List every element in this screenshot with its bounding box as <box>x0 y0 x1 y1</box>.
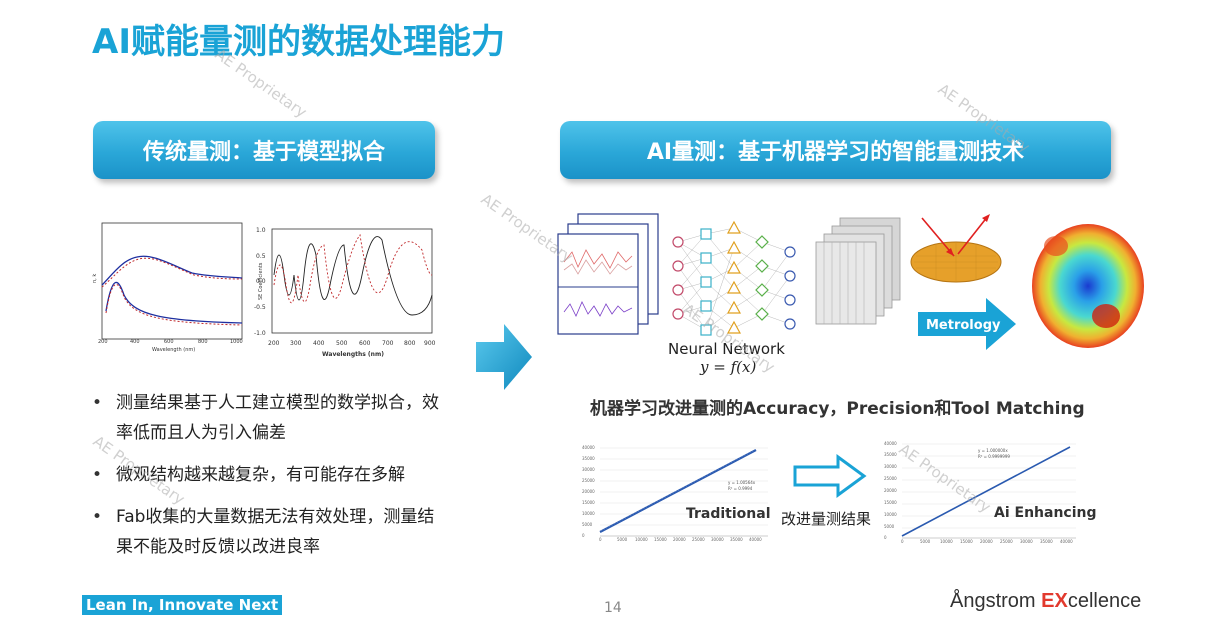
metrology-label: Metrology <box>926 318 1001 333</box>
metrology-arrow-icon <box>918 298 1016 350</box>
ai-pipeline-diagram <box>557 213 1144 350</box>
traditional-equation: y = 1.00564x <box>728 480 756 485</box>
ai-metrology-banner: AI量测：基于机器学习的智能量测技术 <box>560 121 1111 179</box>
ai-xtick: 20000 <box>980 539 993 544</box>
chart2-xtick: 400 <box>313 340 325 347</box>
chart2-xtick: 800 <box>404 340 416 347</box>
ai-xtick: 30000 <box>1020 539 1033 544</box>
list-item: Fab收集的大量数据无法有效处理，测量结果不能及时反馈以改进良率 <box>88 502 448 562</box>
traditional-ytick: 15000 <box>582 500 595 505</box>
traditional-correlation-chart: y = 1.00564x R² = 0.9994 0 5000 10000 15… <box>582 445 768 542</box>
feature-layers-icon <box>815 217 901 325</box>
chart2-ytick: -0.5 <box>254 304 266 311</box>
neural-network-label: Neural Network <box>668 340 785 358</box>
company-logo: Ångstrom EXcellence <box>950 590 1141 613</box>
ai-xtick: 5000 <box>920 539 931 544</box>
chart1-ylabel: n, k <box>92 274 98 283</box>
chart2-xtick: 900 <box>424 340 436 347</box>
ai-ytick: 10000 <box>884 512 897 517</box>
se-coefficients-chart: SE Coefficients Wavelengths (nm) 1.0 0.5… <box>254 227 436 358</box>
page-title: AI赋能量测的数据处理能力 <box>92 22 505 62</box>
chart2-xlabel: Wavelengths (nm) <box>322 351 384 358</box>
chart1-xtick: 1000 <box>230 339 243 345</box>
ai-ytick: 40000 <box>884 441 897 446</box>
ai-xtick: 25000 <box>1000 539 1013 544</box>
traditional-ytick: 5000 <box>582 522 593 527</box>
traditional-xtick: 25000 <box>692 537 705 542</box>
improvement-arrow-icon <box>793 454 867 498</box>
ai-ytick: 30000 <box>884 464 897 469</box>
slogan-tag: Lean In, Innovate Next <box>82 595 283 615</box>
traditional-ytick: 25000 <box>582 478 595 483</box>
logo-text-2: EX <box>1041 590 1068 612</box>
traditional-xtick: 5000 <box>617 537 628 542</box>
traditional-xtick: 10000 <box>635 537 648 542</box>
chart2-ylabel: SE Coefficients <box>258 262 264 300</box>
logo-text-1: Ångstrom <box>950 590 1042 612</box>
nk-dispersion-chart: n, k Wavelength (nm) 200 400 600 800 100… <box>92 222 243 353</box>
ai-xtick: 15000 <box>960 539 973 544</box>
neural-network-formula: y = f(x) <box>700 358 757 376</box>
traditional-limitations-list: 测量结果基于人工建立模型的数学拟合，效率低而且人为引入偏差 微观结构越来越复杂，… <box>88 388 448 574</box>
chart2-ytick: 1.0 <box>256 227 266 234</box>
traditional-ytick: 20000 <box>582 489 595 494</box>
chart2-xtick: 600 <box>359 340 371 347</box>
ai-xtick: 10000 <box>940 539 953 544</box>
page-number: 14 <box>604 600 622 616</box>
ml-improvement-subtitle: 机器学习改进量测的Accuracy，Precision和Tool Matchin… <box>590 399 1085 419</box>
chart2-ytick: 0.0 <box>256 278 266 285</box>
traditional-chart-label: Traditional <box>686 506 771 522</box>
ai-xtick: 40000 <box>1060 539 1073 544</box>
chart2-ytick: -1.0 <box>254 330 266 337</box>
ai-ytick: 5000 <box>884 524 895 529</box>
chart1-xtick: 200 <box>98 339 108 345</box>
chart2-ytick: 0.5 <box>256 253 266 260</box>
ai-banner-label: AI量测：基于机器学习的智能量测技术 <box>646 140 1025 165</box>
chart2-xtick: 500 <box>336 340 348 347</box>
traditional-r2: R² = 0.9994 <box>728 486 753 491</box>
ai-xtick: 35000 <box>1040 539 1053 544</box>
traditional-ytick: 40000 <box>582 445 595 450</box>
traditional-ytick: 35000 <box>582 456 595 461</box>
big-transition-arrow-icon <box>476 324 532 390</box>
traditional-banner-label: 传统量测：基于模型拟合 <box>142 140 385 165</box>
chart1-xlabel: Wavelength (nm) <box>152 347 195 353</box>
traditional-xtick: 0 <box>599 537 602 542</box>
traditional-xtick: 30000 <box>711 537 724 542</box>
chart1-xtick: 600 <box>164 339 174 345</box>
chart2-xtick: 300 <box>290 340 302 347</box>
chart1-xtick: 400 <box>130 339 140 345</box>
list-item: 微观结构越来越复杂，有可能存在多解 <box>88 460 448 490</box>
neural-network-icon <box>672 220 796 336</box>
ai-correlation-chart: y = 1.000000x R² = 0.9999999 0 5000 1000… <box>884 441 1076 544</box>
ai-ytick: 20000 <box>884 488 897 493</box>
ai-ytick: 25000 <box>884 476 897 481</box>
traditional-fit-charts: n, k Wavelength (nm) 200 400 600 800 100… <box>92 222 436 358</box>
list-item: 测量结果基于人工建立模型的数学拟合，效率低而且人为引入偏差 <box>88 388 448 448</box>
traditional-ytick: 30000 <box>582 467 595 472</box>
traditional-xtick: 20000 <box>673 537 686 542</box>
ai-equation: y = 1.000000x <box>978 448 1008 453</box>
ai-chart-label: Ai Enhancing <box>994 505 1097 521</box>
chart2-xtick: 200 <box>268 340 280 347</box>
logo-text-3: cellence <box>1067 590 1142 612</box>
ai-xtick: 0 <box>901 539 904 544</box>
traditional-xtick: 40000 <box>749 537 762 542</box>
traditional-ytick: 0 <box>582 533 585 538</box>
traditional-ytick: 10000 <box>582 511 595 516</box>
improve-results-label: 改进量测结果 <box>781 510 872 528</box>
chart1-xtick: 800 <box>198 339 208 345</box>
chart2-xtick: 700 <box>382 340 394 347</box>
ai-ytick: 15000 <box>884 500 897 505</box>
ai-ytick: 0 <box>884 535 887 540</box>
wafer-heatmap-icon <box>1032 224 1144 348</box>
ai-r2: R² = 0.9999999 <box>978 454 1010 459</box>
ai-ytick: 35000 <box>884 452 897 457</box>
traditional-metrology-banner: 传统量测：基于模型拟合 <box>93 121 435 179</box>
input-data-stack-icon <box>557 213 659 335</box>
traditional-xtick: 15000 <box>654 537 667 542</box>
wafer-measurement-icon <box>910 214 1002 283</box>
traditional-xtick: 35000 <box>730 537 743 542</box>
